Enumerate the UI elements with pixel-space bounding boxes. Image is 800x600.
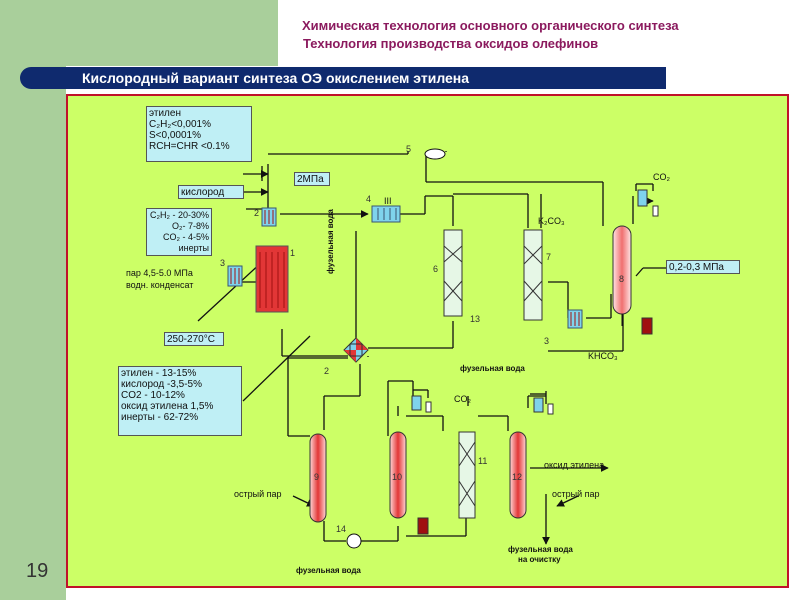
equipment-number-12: 12 — [512, 472, 523, 482]
k2co3-label: K₂CO₃ — [538, 216, 565, 226]
equipment-number-3-left: 3 — [220, 258, 226, 268]
left-sidebar-strip — [0, 0, 66, 600]
compressor-5 — [424, 148, 446, 160]
section-title: Технология производства оксидов олефинов — [303, 36, 599, 51]
composition-out-box: этилен - 13-15% кислород -3,5-5% CO2 - 1… — [118, 366, 242, 436]
comp-out-3: CO2 - 10-12% — [121, 390, 185, 401]
comp-in-3: CO₂ - 4-5% — [162, 232, 209, 242]
reboiler-10 — [417, 517, 429, 535]
reboiler-8 — [641, 317, 653, 335]
equipment-number-11: 11 — [478, 456, 488, 466]
live-steam-right-label: острый пар — [552, 489, 600, 499]
fusel-water-bottom-label: фузельная вода — [296, 566, 361, 575]
column-9 — [309, 433, 327, 523]
equipment-number-8: 8 — [619, 274, 625, 284]
co2-top-label: CO₂ — [653, 172, 670, 182]
desorber-8 — [612, 225, 632, 315]
comp-in-1: C₂H₂ - 20-30% — [149, 210, 209, 220]
page-number: 19 — [26, 560, 49, 582]
absorber-7 — [523, 229, 543, 321]
fusel-water-cleaning-label-2: на очистку — [518, 555, 561, 564]
composition-in-box: C₂H₂ - 20-30% O₂- 7-8% CO₂ - 4-5% инерты — [146, 208, 212, 256]
condenser-10 — [411, 395, 422, 411]
khco3-label: KHCO₃ — [588, 351, 618, 361]
course-title: Химическая технология основного органиче… — [302, 18, 679, 33]
roman-3-label: III — [384, 196, 392, 206]
feed-line-2: C₂H₂<0,001% — [149, 119, 211, 130]
equipment-number-3-right: 3 — [544, 336, 550, 346]
steam-label: пар 4,5-5.0 МПа — [126, 268, 193, 278]
column-11 — [458, 431, 476, 519]
comp-in-2: O₂- 7-8% — [171, 221, 209, 231]
equipment-number-14: 14 — [336, 524, 347, 534]
pressure-low-box: 0,2-0,3 МПа — [666, 260, 740, 274]
feed-spec-box: этилен C₂H₂<0,001% S<0,0001% RCH=CHR <0.… — [146, 106, 252, 162]
condenser-8 — [637, 189, 648, 207]
temperature-box: 250-270°C — [164, 332, 224, 346]
pressure-2-box: 2МПа — [294, 172, 330, 186]
fusel-water-cleaning-label-1: фузельная вода — [508, 545, 573, 554]
equipment-number-2-top: 2 — [254, 208, 260, 218]
ethylene-oxide-label: оксид этилена — [544, 460, 605, 470]
equipment-number-6: 6 — [433, 264, 439, 274]
equipment-number-5: 5 — [406, 144, 412, 154]
fusel-water-mid-label: фузельная вода — [460, 364, 525, 373]
top-corner-block — [0, 0, 278, 66]
equipment-number-13: 13 — [470, 314, 481, 324]
slide-title: Кислородный вариант синтеза ОЭ окисление… — [82, 70, 470, 86]
equipment-number-10: 10 — [392, 472, 403, 482]
column-10 — [389, 431, 407, 519]
comp-out-4: оксид этилена 1,5% — [121, 401, 214, 412]
comp-in-4: инерты — [178, 243, 209, 253]
fusel-water-vertical-label: фузельная вода — [326, 209, 335, 274]
condenser-12 — [533, 397, 544, 413]
absorber-6 — [443, 229, 463, 317]
comp-out-1: этилен - 13-15% — [121, 368, 197, 379]
pump-14 — [346, 533, 362, 549]
exchanger-4 — [371, 205, 401, 223]
equipment-number-4: 4 — [366, 194, 372, 204]
co2-mid-label: CO₂ — [454, 394, 471, 404]
comp-out-5: инерты - 62-72% — [121, 412, 199, 423]
comp-out-2: кислород -3,5-5% — [121, 379, 203, 390]
title-bar — [20, 67, 666, 89]
equipment-number-2-exchanger: 2 — [324, 366, 330, 376]
feed-line-1: этилен — [149, 108, 181, 119]
live-steam-left-label: острый пар — [234, 489, 282, 499]
column-12 — [509, 431, 527, 519]
process-svg — [197, 148, 728, 549]
condensate-label: водн. конденсат — [126, 280, 194, 290]
equipment-number-9: 9 — [314, 472, 320, 482]
equipment-number-1: 1 — [290, 248, 296, 258]
feed-line-3: S<0,0001% — [149, 130, 201, 141]
oxygen-box: кислород — [178, 185, 244, 199]
process-flow-diagram: этилен C₂H₂<0,001% S<0,0001% RCH=CHR <0.… — [66, 94, 789, 588]
feed-line-4: RCH=CHR <0.1% — [149, 141, 230, 152]
equipment-number-7: 7 — [546, 252, 552, 262]
